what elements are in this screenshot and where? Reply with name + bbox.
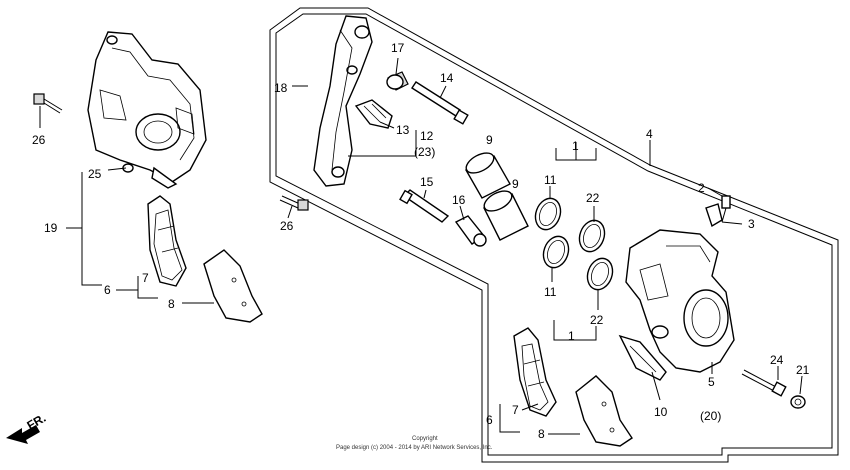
callout-24: 24: [770, 353, 784, 367]
callout-6-lower: 6: [486, 413, 493, 427]
callout-14: 14: [440, 71, 454, 85]
seal-22-lower: [586, 257, 614, 291]
boot-17: [386, 71, 409, 91]
callout-8-left: 8: [168, 297, 175, 311]
piston-9-lower: [483, 190, 529, 241]
callout-6-left: 6: [104, 283, 111, 297]
leader-lines: [39, 57, 803, 435]
callout-21: 21: [796, 363, 810, 377]
callout-11-upper: 11: [544, 173, 557, 187]
callout-1-lower: 1: [568, 329, 575, 343]
callout-13: 13: [396, 123, 410, 137]
bolt-26-left: [33, 93, 63, 128]
caliper-bracket-left: [87, 31, 207, 189]
brake-pad-8-left: [203, 249, 263, 323]
callout-26-left: 26: [32, 133, 46, 147]
pad-spring-13: [354, 99, 393, 129]
front-label: FR.: [25, 411, 49, 433]
callout-9-lower: 9: [512, 177, 519, 191]
assembly-outline-inner: [275, 13, 833, 456]
bleeder-cap-3: [705, 203, 723, 228]
caliper-bracket-18: [313, 15, 373, 187]
brake-pad-8-lower: [575, 375, 633, 447]
pin-14: [411, 81, 469, 125]
callout-11-lower: 11: [544, 285, 557, 299]
boot-16: [454, 215, 487, 247]
callout-22-upper: 22: [586, 191, 600, 205]
caliper-body-5: [625, 229, 735, 373]
seal-11-upper: [534, 197, 562, 231]
nut-21: [790, 395, 806, 409]
seal-22-upper: [578, 219, 606, 253]
callout-7-left: 7: [142, 271, 149, 285]
callout-25: 25: [88, 167, 102, 181]
callout-5: 5: [708, 375, 715, 389]
callout-26-center: 26: [280, 219, 294, 233]
callout-18: 18: [274, 81, 288, 95]
callout-1-upper: 1: [572, 139, 579, 153]
piston-9-upper: [465, 152, 511, 199]
callout-15: 15: [420, 175, 434, 189]
bleeder-screw-2: [721, 195, 731, 223]
front-arrow-icon: [6, 425, 40, 444]
callout-3: 3: [748, 217, 755, 231]
callout-20: (20): [700, 409, 721, 423]
callout-9-upper: 9: [486, 133, 493, 147]
assembly-outline: [269, 7, 839, 463]
callout-17: 17: [391, 41, 405, 55]
callout-19: 19: [44, 221, 58, 235]
callout-23: (23): [414, 145, 435, 159]
copyright-line-1: Copyright: [412, 436, 438, 442]
seal-11-lower: [542, 235, 570, 269]
callout-10: 10: [654, 405, 668, 419]
brake-pad-7-left: [147, 195, 187, 287]
pin-15: [399, 189, 450, 223]
copyright-line-2: Page design (c) 2004 - 2014 by ARI Netwo…: [336, 445, 493, 451]
callout-4: 4: [646, 127, 653, 141]
bolt-26-center: [279, 195, 309, 211]
callout-12: 12: [420, 129, 434, 143]
brake-pad-7-lower: [513, 327, 557, 417]
callout-8-lower: 8: [538, 427, 545, 441]
callout-16: 16: [452, 193, 466, 207]
pad-retainer-10: [618, 334, 667, 381]
callout-2: 2: [698, 181, 705, 195]
callout-7-lower: 7: [512, 403, 519, 417]
callout-22-lower: 22: [590, 313, 604, 327]
bolt-24: [741, 369, 787, 397]
